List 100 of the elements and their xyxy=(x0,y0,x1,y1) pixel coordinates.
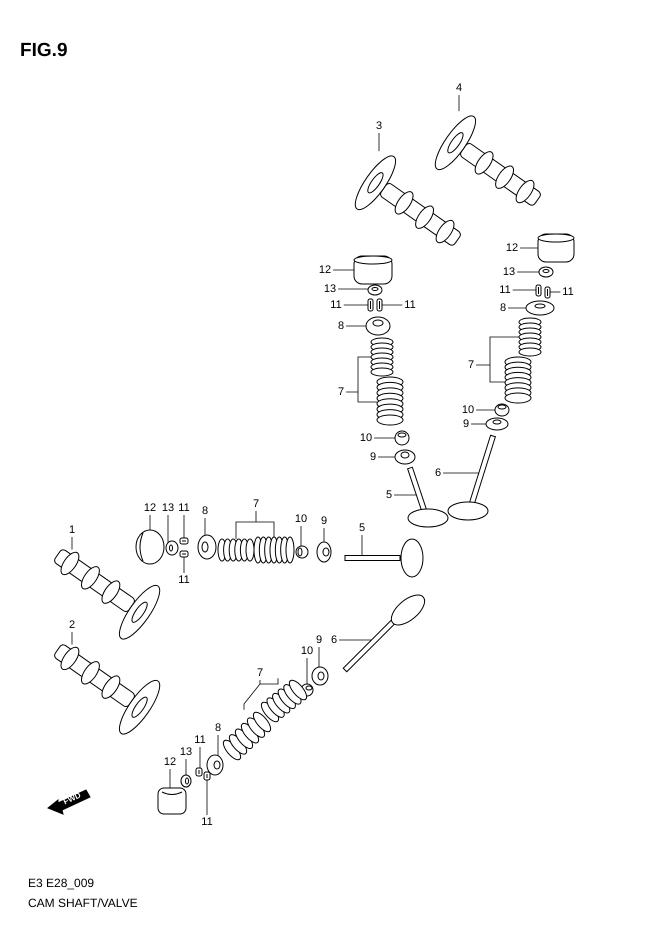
callout-number: 12 xyxy=(318,264,332,276)
callout-number: 9 xyxy=(316,634,322,646)
retainer-drawing xyxy=(366,316,390,336)
spring-drawing xyxy=(254,536,294,564)
cotter-drawing xyxy=(536,284,542,296)
spring-drawing xyxy=(376,376,404,426)
callout-number: 8 xyxy=(338,320,344,332)
cotter-drawing xyxy=(180,538,188,544)
figure-title: FIG.9 xyxy=(20,40,68,62)
callout-number: 4 xyxy=(456,82,462,94)
seal-drawing xyxy=(296,546,308,558)
callout-number: 13 xyxy=(162,502,174,514)
leader-line xyxy=(394,494,418,496)
callout-number: 7 xyxy=(252,498,260,510)
valve-drawing xyxy=(342,594,426,672)
callout-number: 12 xyxy=(506,242,518,254)
callout-number: 11 xyxy=(404,299,416,311)
callout-number: 11 xyxy=(499,284,511,296)
shim-drawing xyxy=(368,284,382,296)
valve-drawing xyxy=(344,538,424,578)
leader-line xyxy=(476,336,520,382)
shim-drawing xyxy=(538,266,554,278)
cotter-drawing xyxy=(196,768,202,776)
callout-number: 8 xyxy=(500,302,506,314)
cotter-drawing xyxy=(204,772,210,780)
shim-drawing xyxy=(180,774,192,788)
callout-number: 9 xyxy=(462,418,470,430)
callout-number: 7 xyxy=(256,667,264,679)
callout-number: 11 xyxy=(194,734,206,746)
seat-drawing xyxy=(394,450,416,464)
callout-number: 6 xyxy=(434,467,442,479)
cotter-drawing xyxy=(368,298,374,312)
leader-line xyxy=(306,658,308,684)
tappet-drawing xyxy=(136,530,164,564)
callout-number: 5 xyxy=(386,489,392,501)
callout-number: 12 xyxy=(164,756,176,768)
leader-line xyxy=(382,304,403,306)
callout-number: 3 xyxy=(376,120,382,132)
leader-line xyxy=(378,456,396,458)
callout-number: 9 xyxy=(370,451,376,463)
camshaft-drawing xyxy=(354,156,462,248)
seat-drawing xyxy=(486,418,508,430)
callout-number: 10 xyxy=(360,432,372,444)
callout-number: 10 xyxy=(294,513,308,525)
spring-drawing xyxy=(218,538,254,562)
retainer-drawing xyxy=(198,534,216,560)
leader-line xyxy=(318,646,320,668)
leader-line xyxy=(300,526,302,546)
seal-drawing xyxy=(494,404,510,416)
leader-line xyxy=(338,288,369,290)
callout-number: 10 xyxy=(300,645,314,657)
leader-line xyxy=(442,472,480,474)
leader-line xyxy=(206,780,208,816)
callout-number: 1 xyxy=(68,524,76,536)
retainer-drawing xyxy=(206,754,224,776)
leader-line xyxy=(346,356,378,402)
camshaft-drawing xyxy=(52,642,160,734)
seat-drawing xyxy=(312,666,328,686)
leader-line xyxy=(458,94,460,112)
cotter-drawing xyxy=(376,298,382,312)
callout-number: 6 xyxy=(330,634,338,646)
leader-line xyxy=(236,510,274,540)
seat-drawing xyxy=(316,542,332,562)
callout-number: 5 xyxy=(358,522,366,534)
callout-number: 10 xyxy=(462,404,474,416)
leader-line xyxy=(204,518,206,536)
tappet-drawing xyxy=(354,256,392,284)
spring-drawing xyxy=(222,712,272,760)
tappet-drawing xyxy=(158,788,186,814)
leader-line xyxy=(343,304,368,306)
spring-drawing xyxy=(260,680,308,722)
callout-number: 13 xyxy=(502,266,516,278)
retainer-drawing xyxy=(526,300,554,316)
callout-number: 7 xyxy=(338,386,344,398)
callout-number: 11 xyxy=(562,286,574,298)
cotter-drawing xyxy=(544,286,550,298)
spring-drawing xyxy=(504,356,532,404)
drawing-code: E3 E28_009 xyxy=(28,876,94,890)
callout-number: 11 xyxy=(178,502,190,514)
spring-drawing xyxy=(518,318,542,356)
callout-number: 13 xyxy=(324,283,336,295)
callout-number: 11 xyxy=(201,816,213,828)
callout-number: 12 xyxy=(144,502,156,514)
camshaft-drawing xyxy=(434,116,542,208)
callout-number: 8 xyxy=(202,505,208,517)
camshaft-drawing xyxy=(52,548,160,640)
leader-line xyxy=(378,132,380,152)
valve-drawing xyxy=(407,466,448,528)
callout-number: 2 xyxy=(68,619,76,631)
callout-number: 7 xyxy=(468,359,474,371)
callout-number: 13 xyxy=(180,746,192,758)
cotter-drawing xyxy=(180,550,188,558)
callout-number: 11 xyxy=(330,299,342,311)
callout-number: 11 xyxy=(178,574,190,586)
callout-number: 9 xyxy=(320,515,328,527)
tappet-drawing xyxy=(538,234,574,262)
spring-drawing xyxy=(370,338,394,376)
figure-caption: CAM SHAFT/VALVE xyxy=(28,896,138,910)
callout-number: 8 xyxy=(214,722,222,734)
shim-drawing xyxy=(166,540,178,556)
